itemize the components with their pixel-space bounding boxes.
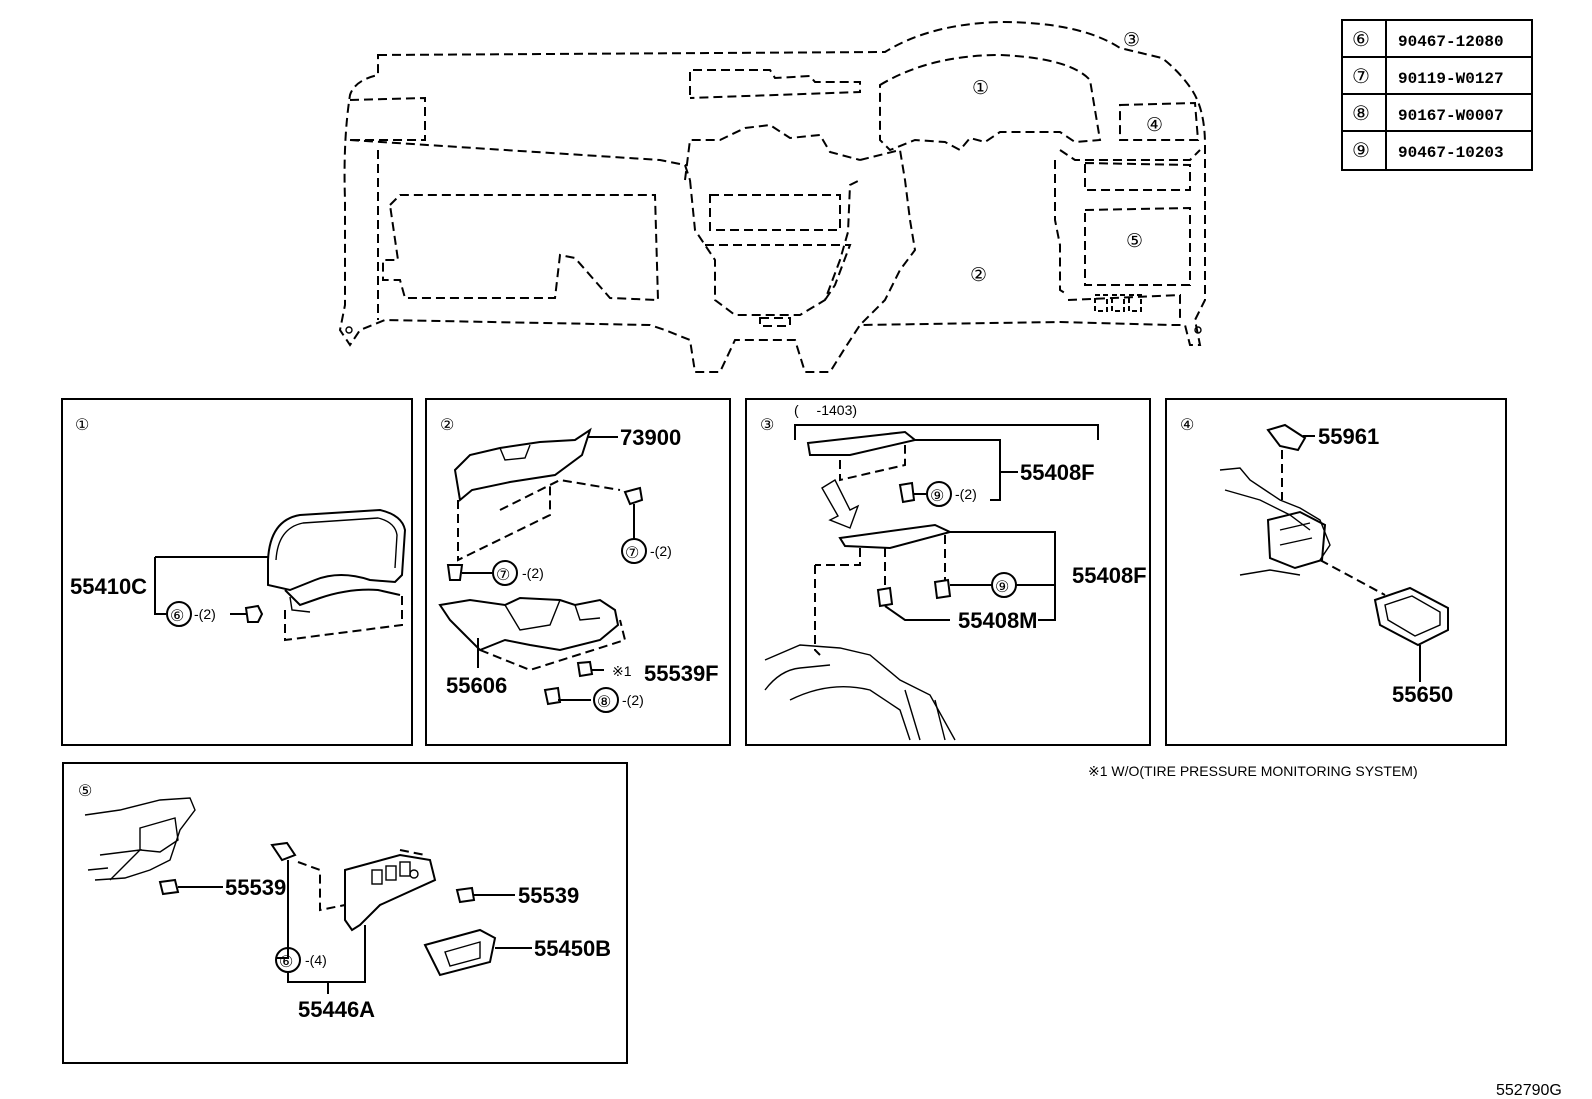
footnote: ※1 W/O(TIRE PRESSURE MONITORING SYSTEM): [1088, 763, 1418, 779]
panel-2: ② 73900 ⑦ -(2) ⑦ -(2) 55606 ※1 55539F: [425, 398, 731, 746]
callout-3: ③: [1123, 30, 1140, 51]
overview-callouts: ① ② ③ ④ ⑤: [970, 30, 1163, 286]
p5-ref-6: ⑥: [279, 954, 293, 971]
part-55408F-upper: 55408F: [1020, 460, 1095, 485]
legend-part-6: 90467-12080: [1398, 33, 1504, 51]
legend-key-7: ⑦: [1352, 64, 1370, 88]
panel-1-callout: ①: [75, 417, 89, 434]
part-55446A: 55446A: [298, 997, 375, 1022]
legend-part-8: 90167-W0007: [1398, 107, 1504, 125]
p3-qty-9: -(2): [955, 486, 977, 502]
panel-5: ⑤ 55539 55539 55450B ⑥ -(4) 55446A: [62, 762, 628, 1064]
panel-5-callout: ⑤: [78, 783, 92, 800]
part-55408M: 55408M: [958, 608, 1038, 633]
panel-4-callout: ④: [1180, 417, 1194, 434]
part-55410C: 55410C: [70, 574, 147, 599]
panel-3-callout: ③: [760, 417, 774, 434]
legend-part-9: 90467-10203: [1398, 144, 1504, 162]
p1-ref-6: ⑥: [170, 608, 184, 625]
dashboard-outline: [338, 20, 1206, 373]
part-55450B: 55450B: [534, 936, 611, 961]
p1-qty: -(2): [194, 606, 216, 622]
panel-3: ③ ( -1403) ⑨ -(2) 55408F ⑨ 55408F 55408M: [745, 398, 1151, 746]
part-73900: 73900: [620, 425, 681, 450]
p3-ref-9b: ⑨: [995, 579, 1009, 596]
p2-ref-7a: ⑦: [625, 545, 639, 562]
p2-qty-7b: -(2): [522, 565, 544, 581]
part-55606: 55606: [446, 673, 507, 698]
panel-2-callout: ②: [440, 417, 454, 434]
p2-ref-7b: ⑦: [496, 567, 510, 584]
part-55539-right: 55539: [518, 883, 579, 908]
p2-note-mark: ※1: [612, 663, 632, 679]
part-55539-left: 55539: [225, 875, 286, 900]
callout-4: ④: [1146, 115, 1163, 136]
p2-qty-8: -(2): [622, 692, 644, 708]
part-55539F: 55539F: [644, 661, 719, 686]
legend-key-8: ⑧: [1352, 101, 1370, 125]
callout-1: ①: [972, 78, 989, 99]
panel-4: ④ 55961 55650: [1165, 398, 1507, 746]
p2-qty-7a: -(2): [650, 543, 672, 559]
fastener-legend-table: ⑥ 90467-12080 ⑦ 90119-W0127 ⑧ 90167-W000…: [1341, 19, 1533, 171]
panel-1: ① ⑥ -(2) 55410C: [61, 398, 413, 746]
part-55408F-lower: 55408F: [1072, 563, 1147, 588]
p3-ref-9a: ⑨: [930, 488, 944, 505]
p2-ref-8: ⑧: [597, 694, 611, 711]
p5-qty-6: -(4): [305, 952, 327, 968]
legend-part-7: 90119-W0127: [1398, 70, 1504, 88]
legend-key-9: ⑨: [1352, 138, 1370, 162]
p3-range: ( -1403): [794, 402, 857, 418]
diagram-id: 552790G: [1496, 1082, 1562, 1099]
legend-key-6: ⑥: [1352, 27, 1370, 51]
part-55961: 55961: [1318, 424, 1379, 449]
callout-2: ②: [970, 265, 987, 286]
part-55650: 55650: [1392, 682, 1453, 707]
callout-5: ⑤: [1126, 231, 1143, 252]
